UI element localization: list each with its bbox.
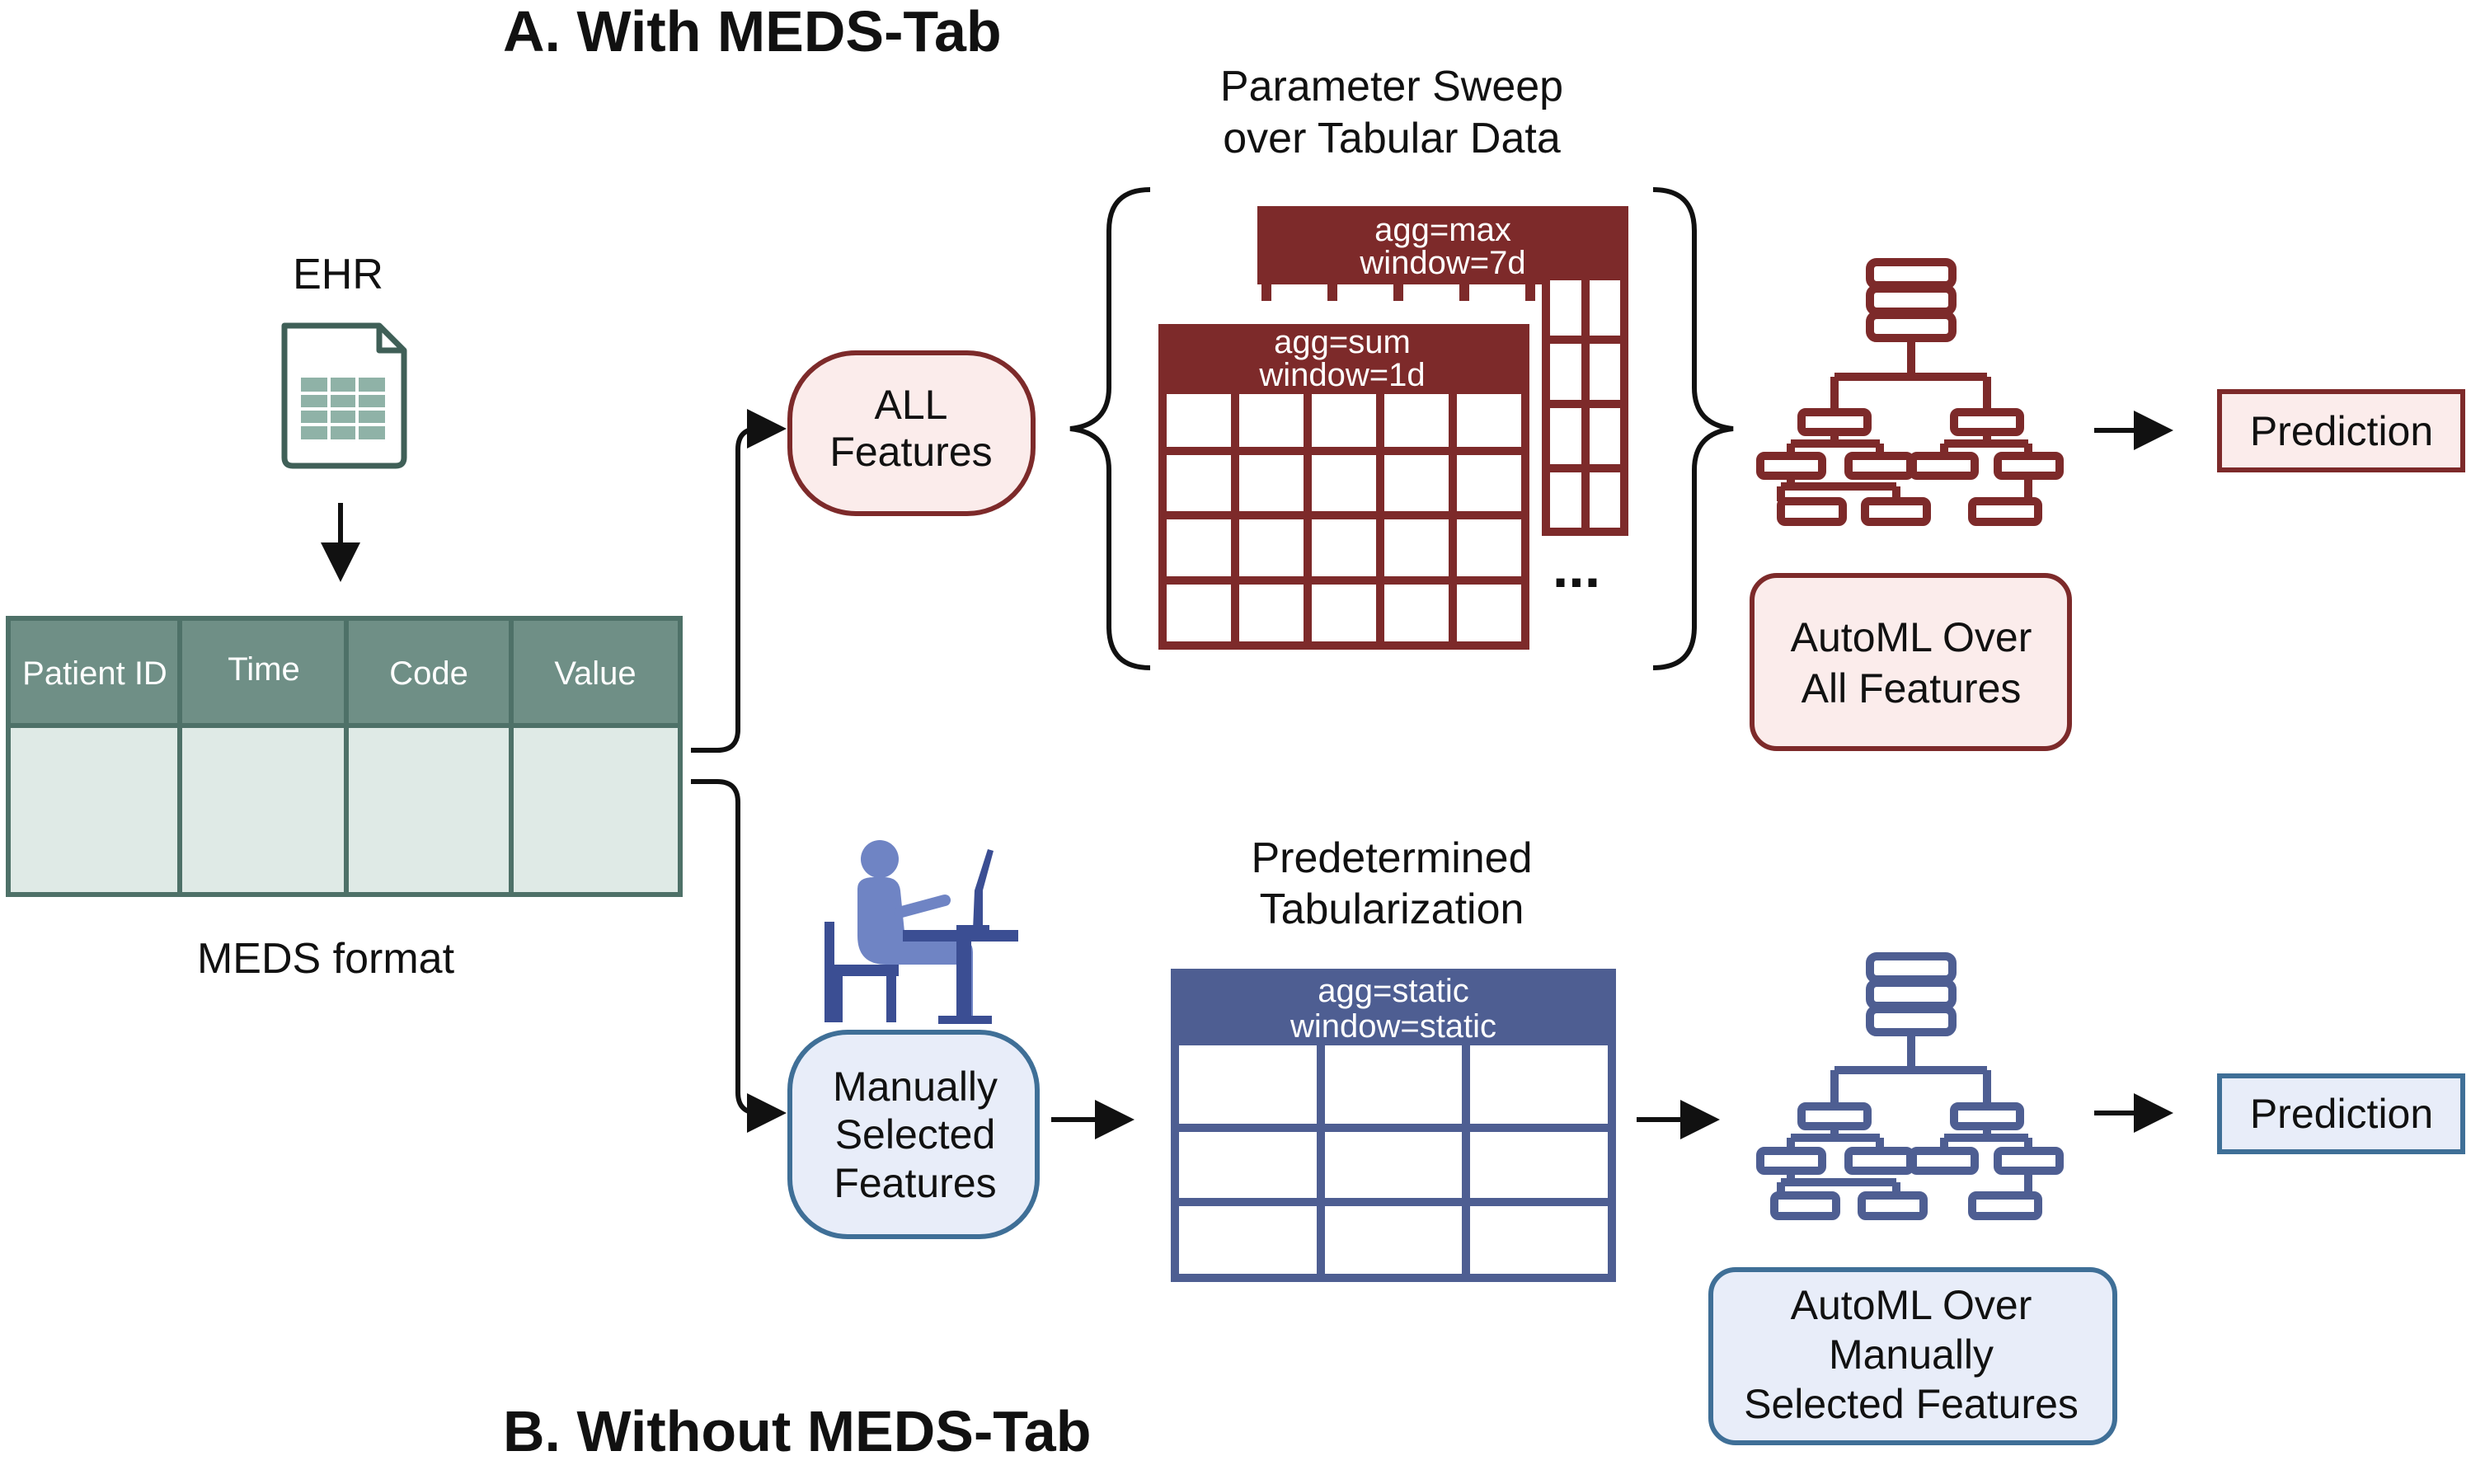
tabularization-label-line2: Tabularization [1260, 885, 1524, 933]
meds-col-value: Value [554, 655, 636, 692]
table-agg-static-line1: agg=static [1318, 973, 1468, 1009]
title-without-meds-tab: B. Without MEDS-Tab [503, 1399, 1092, 1463]
arrow-meds-to-manual-features [691, 779, 787, 1133]
ehr-label: EHR [293, 251, 383, 298]
manually-selected-features-box: Manually Selected Features [787, 1030, 1040, 1239]
automl-manual-line1: AutoML Over [1791, 1282, 2032, 1328]
sweep-label-line2: over Tabular Data [1223, 115, 1561, 162]
automl-all-features-box: AutoML Over All Features [1750, 573, 2072, 751]
prediction-top-label: Prediction [2250, 408, 2433, 454]
automl-manual-line2: Manually [1829, 1331, 1994, 1378]
automl-manual-line3: Selected Features [1744, 1381, 2079, 1427]
manual-features-line1: Manually [833, 1064, 998, 1110]
table-agg-static: agg=static window=static [1171, 969, 1616, 1282]
table-agg-sum: agg=sum window=1d [1158, 324, 1529, 650]
all-features-line2: Features [829, 429, 992, 475]
prediction-bottom-label: Prediction [2250, 1091, 2433, 1137]
automl-all-line1: AutoML Over [1791, 614, 2032, 660]
automl-manual-features-box: AutoML Over Manually Selected Features [1708, 1267, 2117, 1445]
person-at-computer-icon [824, 840, 1018, 1024]
manual-features-line3: Features [834, 1160, 996, 1206]
meds-format-table: Patient ID Time Code Value [6, 616, 683, 897]
table-agg-static-line2: window=static [1290, 1008, 1496, 1045]
table-agg-max-line1: agg=max [1374, 212, 1511, 248]
tabularization-label-line1: Predetermined [1251, 834, 1532, 882]
manual-features-line2: Selected [835, 1111, 996, 1158]
prediction-box-bottom: Prediction [2217, 1073, 2465, 1154]
table-agg-sum-line1: agg=sum [1274, 324, 1411, 360]
arrow-meds-to-all-features [691, 409, 787, 753]
meds-col-time: Time [228, 651, 299, 688]
decision-tree-icon-top [1756, 258, 2064, 526]
more-tables-ellipsis: ... [1553, 535, 1600, 599]
all-features-box: ALL Features [787, 350, 1036, 516]
sweep-label-line1: Parameter Sweep [1220, 63, 1563, 110]
table-agg-max-line2: window=7d [1359, 245, 1525, 281]
decision-tree-icon-bottom [1756, 952, 2064, 1220]
meds-format-caption: MEDS format [197, 935, 455, 983]
meds-col-patient-id: Patient ID [22, 655, 167, 692]
table-agg-max: agg=max window=7d [1257, 206, 1628, 536]
automl-all-line2: All Features [1802, 665, 2022, 711]
prediction-box-top: Prediction [2217, 389, 2465, 472]
right-brace [1652, 187, 1734, 670]
table-agg-sum-line2: window=1d [1258, 357, 1425, 393]
meds-col-code: Code [389, 655, 468, 692]
left-brace [1069, 187, 1151, 670]
spreadsheet-file-icon [281, 322, 407, 469]
all-features-line1: ALL [875, 382, 948, 428]
title-with-meds-tab: A. With MEDS-Tab [503, 0, 1002, 63]
